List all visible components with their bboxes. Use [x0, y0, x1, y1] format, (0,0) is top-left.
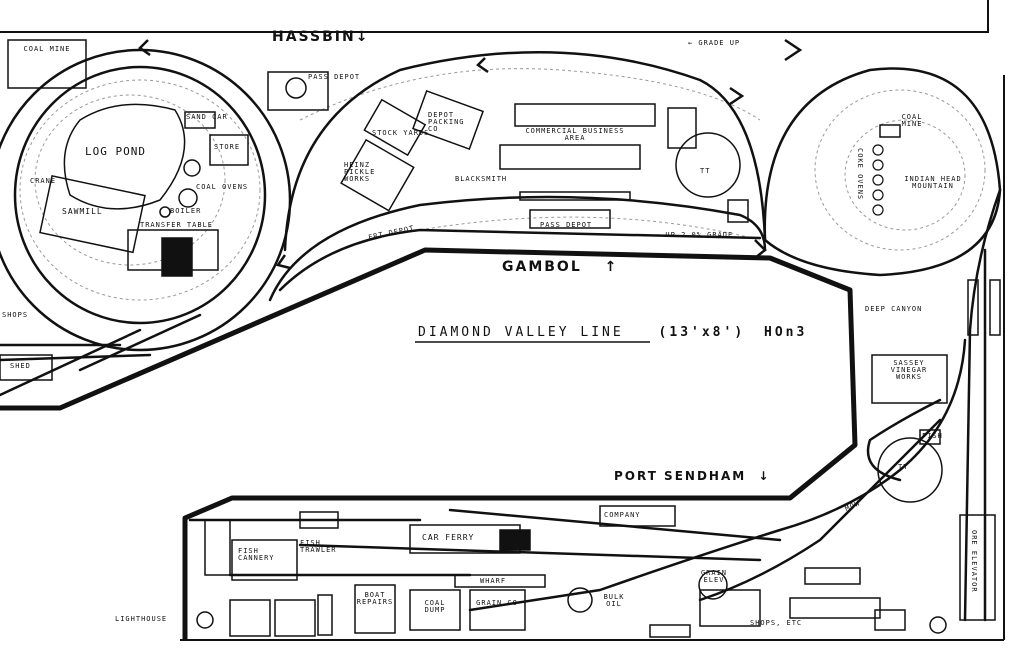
town-label-port-sendham: PORT SENDHAM ↓	[614, 470, 770, 482]
label-grade-up: ← GRADE UP	[688, 39, 741, 47]
benchwork-outline	[0, 0, 1005, 641]
layout-name: DIAMOND VALLEY LINE	[418, 325, 624, 340]
hassbin-text: HASSBIN	[272, 29, 356, 45]
label-car-ferry: CAR FERRY	[422, 533, 475, 542]
label-company: COMPANY	[604, 511, 641, 519]
grade-arrows	[138, 38, 803, 270]
label-pass-depot-top: PASS DEPOT	[308, 73, 361, 81]
label-coal-mine-left: COAL MINE	[23, 45, 71, 53]
label-wharf: WHARF	[480, 577, 507, 585]
label-shops-etc: SHOPS, ETC	[750, 619, 803, 627]
gambol-text: GAMBOL	[502, 259, 582, 275]
label-bulk-oil: BULK OIL	[603, 593, 625, 608]
label-grain-elev: GRAIN ELEV	[700, 569, 728, 584]
town-label-gambol: GAMBOL ↑	[502, 260, 618, 274]
label-indian-head: INDIAN HEAD MOUNTAIN	[904, 175, 962, 190]
label-fish-cannery: FISH CANNERY	[238, 547, 275, 562]
label-depot-packing: DEPOT PACKING CO	[428, 111, 465, 133]
label-turntable-right: TT	[898, 463, 909, 471]
label-commercial-business: COMMERCIAL BUSINESS AREA	[525, 127, 625, 142]
label-sassey-vinegar: SASSEY VINEGAR WORKS	[890, 359, 928, 381]
up-arrow-icon: ↑	[604, 259, 619, 275]
label-transfer-table: TRANSFER TABLE	[140, 221, 214, 229]
label-heinz-pickle-works: HEINZ PICKLE WORKS	[344, 161, 376, 183]
town-label-hassbin: HASSBIN↓	[272, 30, 369, 44]
port-sendham-text: PORT SENDHAM	[614, 469, 747, 483]
label-up-grade: → UP 2.0% GRADE	[655, 231, 734, 239]
label-coal-dump: COAL DUMP	[424, 599, 446, 614]
label-store: STORE	[214, 143, 241, 151]
label-shops: SHOPS	[2, 311, 29, 319]
label-fish-trawler: FISH TRAWLER	[300, 539, 337, 554]
label-stock-yards: STOCK YARDS	[372, 129, 430, 137]
label-crane: CRANE	[30, 177, 57, 185]
label-grain-co: GRAIN CO	[476, 599, 518, 607]
label-log-pond: LOG POND	[85, 145, 146, 158]
label-blacksmith: BLACKSMITH	[455, 175, 508, 183]
structures	[0, 39, 1001, 638]
label-ore-elevator: ORE ELEVATOR	[970, 530, 978, 593]
terrain-contours	[19, 68, 986, 301]
layout-title: DIAMOND VALLEY LINE (13'x8') HOn3	[418, 326, 807, 339]
down-arrow-icon: ↓	[758, 469, 771, 483]
label-turntable-top: TT	[700, 167, 711, 175]
coke-oven-row	[872, 144, 884, 216]
label-pass-depot: PASS DEPOT	[540, 221, 593, 229]
label-sand-car: SAND CAR	[186, 113, 228, 121]
label-deep-canyon: DEEP CANYON	[865, 305, 923, 313]
label-fish-right: FISH	[922, 432, 943, 440]
layout-size: (13'x8')	[658, 325, 746, 340]
label-sawmill: SAWMILL	[62, 207, 103, 216]
label-lighthouse: LIGHTHOUSE	[115, 615, 168, 623]
label-shed: SHED	[10, 362, 31, 370]
label-boiler: BOILER	[170, 207, 202, 215]
down-arrow-icon: ↓	[355, 29, 370, 45]
layout-scale: HOn3	[764, 325, 808, 340]
track-lines	[0, 48, 1002, 622]
label-coal-ovens: COAL OVENS	[196, 183, 249, 191]
label-coke-ovens: COKE OVENS	[856, 148, 864, 201]
label-coal-mine-right: COAL MINE	[901, 113, 923, 128]
label-boat-repairs: BOAT REPAIRS	[356, 591, 394, 606]
